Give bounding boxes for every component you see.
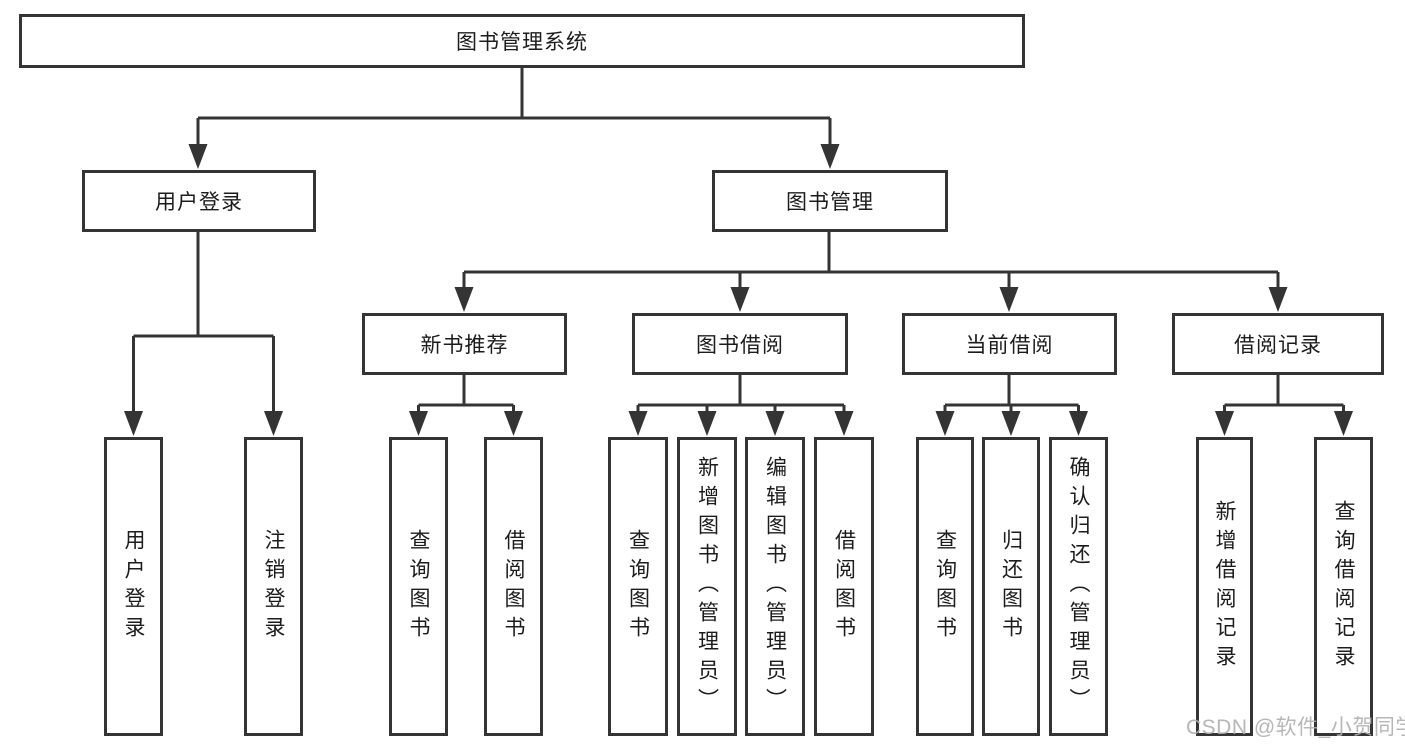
node-new-book-recommend: 新书推荐 (362, 313, 567, 375)
leaf-confirm-return-admin: 确认归还（管理员） (1049, 437, 1108, 736)
arrowhead-icons (124, 144, 1353, 436)
node-book-management: 图书管理 (712, 170, 948, 232)
leaf-query-borrow-record: 查询借阅记录 (1314, 437, 1373, 736)
node-current-borrow: 当前借阅 (902, 313, 1117, 375)
node-library-management-system: 图书管理系统 (19, 14, 1025, 68)
leaf-borrow-books-recommend: 借阅图书 (484, 437, 543, 736)
node-borrow-records: 借阅记录 (1172, 313, 1384, 375)
csdn-watermark: CSDN @软件_小贺同学 (1186, 716, 1405, 739)
leaf-add-books-admin: 新增图书（管理员） (677, 437, 737, 736)
leaf-query-books-current: 查询图书 (916, 437, 974, 736)
node-book-borrow: 图书借阅 (632, 313, 848, 375)
leaf-add-borrow-record: 新增借阅记录 (1196, 437, 1253, 736)
leaf-logout: 注销登录 (244, 437, 303, 736)
leaf-return-books: 归还图书 (982, 437, 1040, 736)
leaf-edit-books-admin: 编辑图书（管理员） (745, 437, 805, 736)
leaf-user-login: 用户登录 (104, 437, 163, 736)
leaf-query-books-recommend: 查询图书 (389, 437, 448, 736)
leaf-borrow-books: 借阅图书 (814, 437, 874, 736)
leaf-query-books-borrow: 查询图书 (608, 437, 668, 736)
node-user-login: 用户登录 (82, 170, 316, 232)
